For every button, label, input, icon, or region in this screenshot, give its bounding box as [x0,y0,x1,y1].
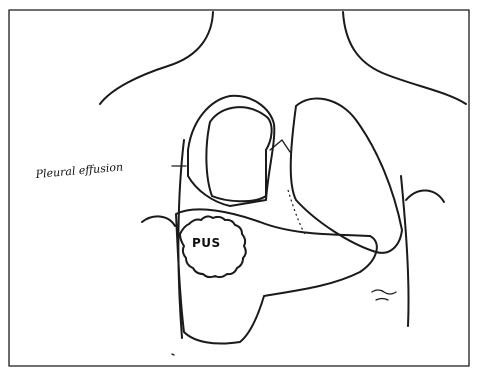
heart-outline [206,107,271,201]
figure-border [9,10,469,366]
right-lung [291,98,402,252]
right-arm-outline [406,190,444,202]
stray-dot [172,354,174,355]
diaphragm-mark [372,290,396,300]
pleural-effusion-label: Pleural effusion [34,160,123,181]
neck-left-outline [100,12,213,104]
neck-right-outline [343,12,466,104]
left-arm-outline [142,216,175,226]
pus-label: PUS [192,236,221,250]
mediastinal-shift-line [288,190,306,236]
